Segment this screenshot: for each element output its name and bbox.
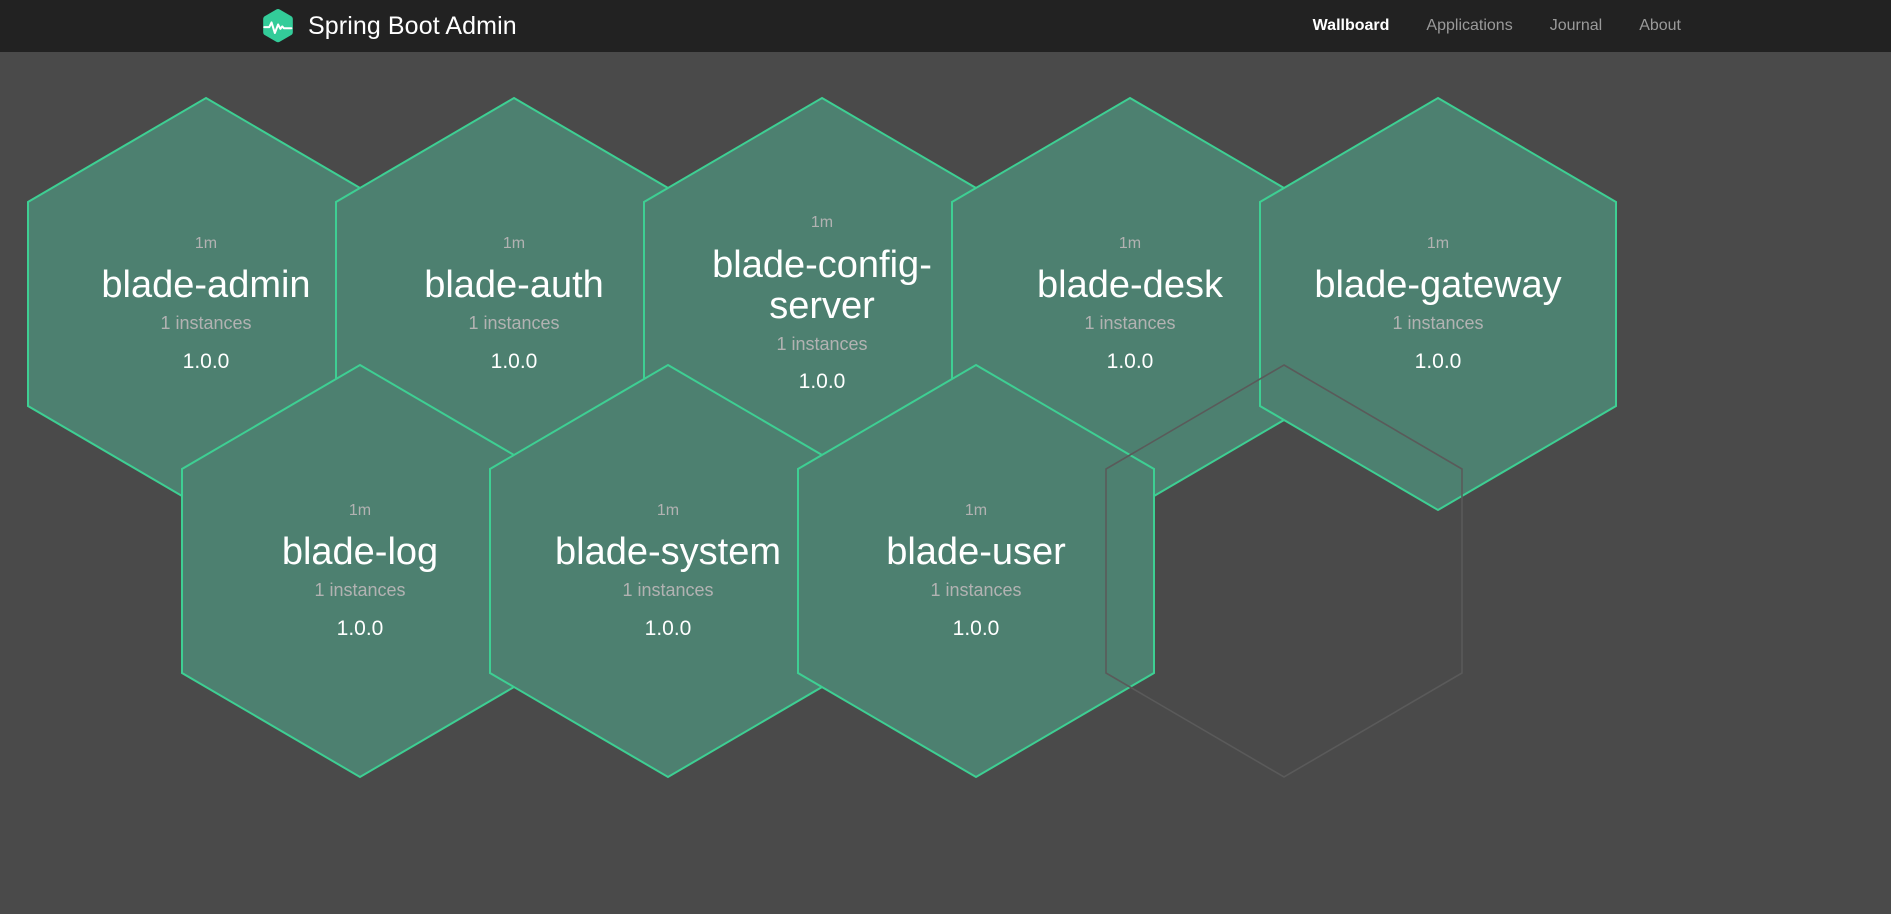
heartbeat-hexagon-icon bbox=[263, 9, 293, 43]
nav-link-wallboard[interactable]: Wallboard bbox=[1312, 17, 1390, 34]
empty-hexagon-placeholder bbox=[1103, 362, 1465, 780]
nav-link-journal[interactable]: Journal bbox=[1549, 17, 1603, 34]
brand-home-link[interactable]: Spring Boot Admin bbox=[259, 7, 517, 45]
hexagon-grid: 1m blade-admin 1 instances 1.0.0 1m blad… bbox=[0, 52, 1891, 914]
hexagon-shape-icon bbox=[1259, 96, 1617, 512]
top-navbar: Spring Boot Admin Wallboard Applications… bbox=[0, 0, 1891, 52]
hexagon-shape-icon bbox=[797, 363, 1155, 779]
nav-link-applications[interactable]: Applications bbox=[1426, 17, 1513, 34]
hexagon-outline-icon bbox=[1105, 364, 1463, 778]
main-navigation: Wallboard Applications Journal About bbox=[1313, 18, 1681, 34]
nav-link-about[interactable]: About bbox=[1639, 17, 1681, 34]
wallboard-view: 1m blade-admin 1 instances 1.0.0 1m blad… bbox=[0, 52, 1891, 914]
brand-title: Spring Boot Admin bbox=[308, 11, 517, 40]
